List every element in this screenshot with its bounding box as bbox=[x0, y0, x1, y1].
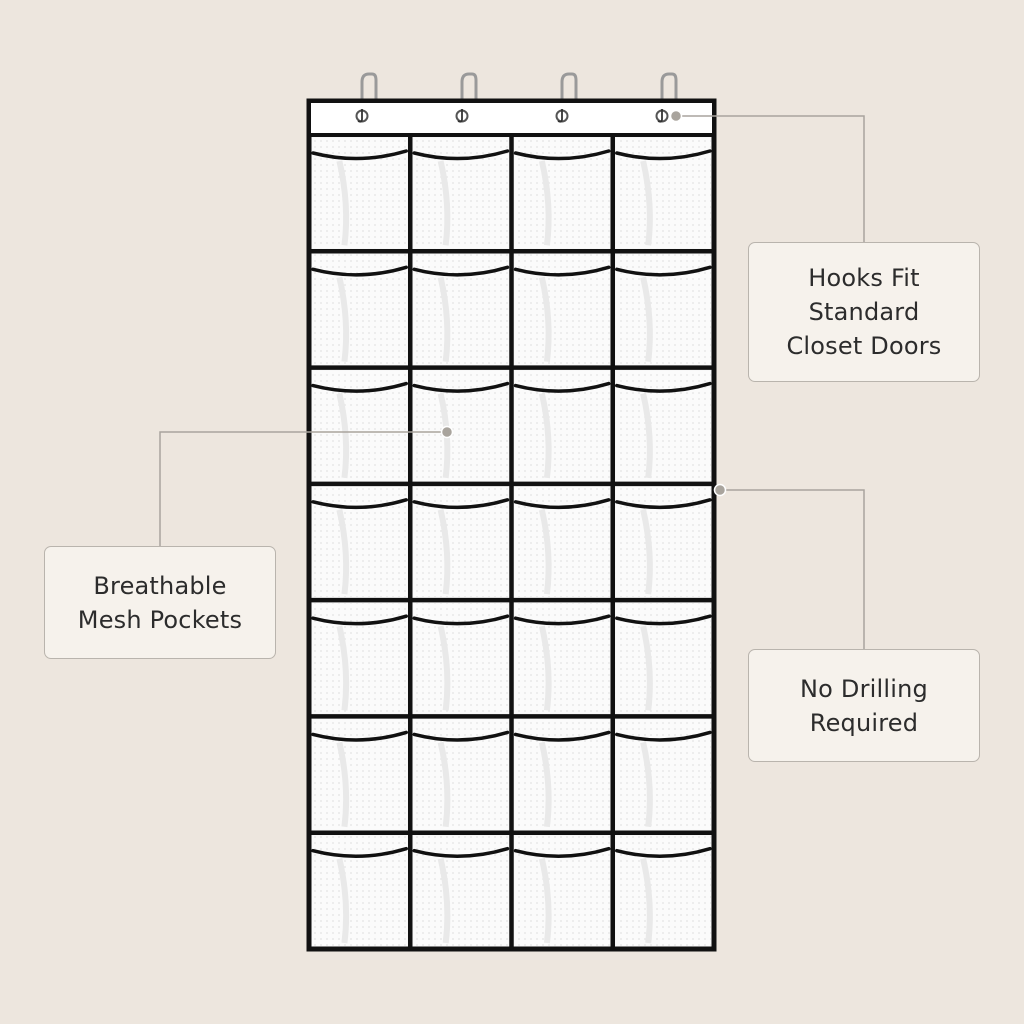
door-hook-icon bbox=[360, 72, 378, 118]
door-hooks bbox=[360, 72, 678, 118]
pocket-binding bbox=[311, 730, 408, 742]
top-header-band bbox=[311, 103, 712, 135]
pocket-fold bbox=[538, 509, 552, 595]
shoe-organizer bbox=[306, 98, 717, 952]
pocket-fold bbox=[336, 509, 350, 595]
pocket-fold bbox=[437, 625, 451, 711]
pocket-binding bbox=[615, 381, 712, 393]
pocket-binding bbox=[513, 381, 611, 393]
pocket-binding bbox=[615, 846, 712, 858]
pocket-fold bbox=[336, 858, 350, 944]
pocket-binding bbox=[513, 846, 611, 858]
pocket-binding bbox=[513, 498, 611, 510]
callout-line: Required bbox=[809, 708, 919, 737]
leader-dot-hooks bbox=[669, 109, 683, 123]
pocket-fold bbox=[640, 160, 653, 246]
pocket-fold bbox=[640, 509, 653, 595]
pocket-fold bbox=[538, 858, 552, 944]
pocket-binding bbox=[412, 846, 510, 858]
callout-line: No Drilling bbox=[800, 674, 928, 703]
hook-tip bbox=[657, 109, 663, 123]
pocket-grid bbox=[311, 138, 712, 946]
leader-dot-mesh bbox=[440, 425, 454, 439]
callout-line: Closet Doors bbox=[786, 332, 942, 360]
pocket-binding bbox=[615, 614, 712, 626]
pocket-fold bbox=[437, 858, 451, 944]
leader-dot-drilling bbox=[713, 483, 727, 497]
pocket-fold bbox=[437, 509, 451, 595]
callout-hooks-fit: Hooks Fit Standard Closet Doors bbox=[748, 242, 980, 382]
pocket-fold bbox=[538, 625, 552, 711]
hook-tip bbox=[457, 109, 463, 123]
pocket-fold bbox=[336, 392, 350, 479]
hook-tip bbox=[357, 109, 363, 123]
pocket-binding bbox=[513, 730, 611, 742]
pocket-binding bbox=[311, 846, 408, 858]
leader-line-hooks bbox=[676, 115, 865, 242]
pocket-fold bbox=[336, 276, 350, 362]
pocket-binding bbox=[412, 614, 510, 626]
pocket-fold bbox=[538, 741, 552, 828]
pocket-binding bbox=[311, 614, 408, 626]
callout-line: Hooks Fit bbox=[808, 264, 920, 292]
pocket-binding bbox=[412, 381, 510, 393]
door-hook-icon bbox=[560, 72, 578, 118]
callout-no-drilling: No Drilling Required bbox=[748, 649, 980, 762]
pocket-fold bbox=[437, 276, 451, 362]
pocket-binding bbox=[412, 498, 510, 510]
callout-line: Mesh Pockets bbox=[77, 605, 243, 634]
hook-tip bbox=[557, 109, 563, 123]
pocket-binding bbox=[615, 265, 712, 277]
door-hook-icon bbox=[660, 72, 678, 118]
pocket-fold bbox=[640, 741, 653, 828]
pocket-fold bbox=[437, 160, 451, 246]
leader-line-mesh bbox=[159, 431, 447, 546]
pocket-binding bbox=[311, 265, 408, 277]
pocket-fold bbox=[640, 858, 653, 944]
pocket-binding bbox=[615, 149, 712, 161]
pocket-fold bbox=[538, 276, 552, 362]
callout-breathable-mesh: Breathable Mesh Pockets bbox=[44, 546, 276, 659]
pocket-binding bbox=[615, 498, 712, 510]
pocket-binding bbox=[615, 730, 712, 742]
pocket-binding bbox=[513, 149, 611, 161]
pocket-fold bbox=[336, 160, 350, 246]
grommets bbox=[355, 109, 669, 123]
pocket-fold bbox=[538, 160, 552, 246]
pocket-fold bbox=[336, 741, 350, 828]
leader-line-drilling bbox=[720, 489, 865, 649]
pocket-fold bbox=[640, 625, 653, 711]
pocket-binding bbox=[412, 149, 510, 161]
pocket-fold bbox=[437, 741, 451, 828]
grid-lines bbox=[309, 135, 714, 949]
pocket-fold bbox=[538, 392, 552, 479]
pocket-binding bbox=[311, 149, 408, 161]
door-hook-icon bbox=[460, 72, 478, 118]
pocket-binding bbox=[412, 265, 510, 277]
pocket-fold bbox=[640, 392, 653, 479]
pocket-fold bbox=[640, 276, 653, 362]
leader-dots bbox=[440, 109, 727, 497]
pocket-binding bbox=[311, 381, 408, 393]
pocket-binding bbox=[513, 614, 611, 626]
pocket-binding bbox=[412, 730, 510, 742]
leader-lines bbox=[159, 115, 865, 649]
callout-line: Standard bbox=[808, 298, 920, 326]
callout-line: Breathable bbox=[93, 571, 227, 600]
pocket-binding bbox=[513, 265, 611, 277]
pocket-binding bbox=[311, 498, 408, 510]
pocket-fold bbox=[336, 625, 350, 711]
